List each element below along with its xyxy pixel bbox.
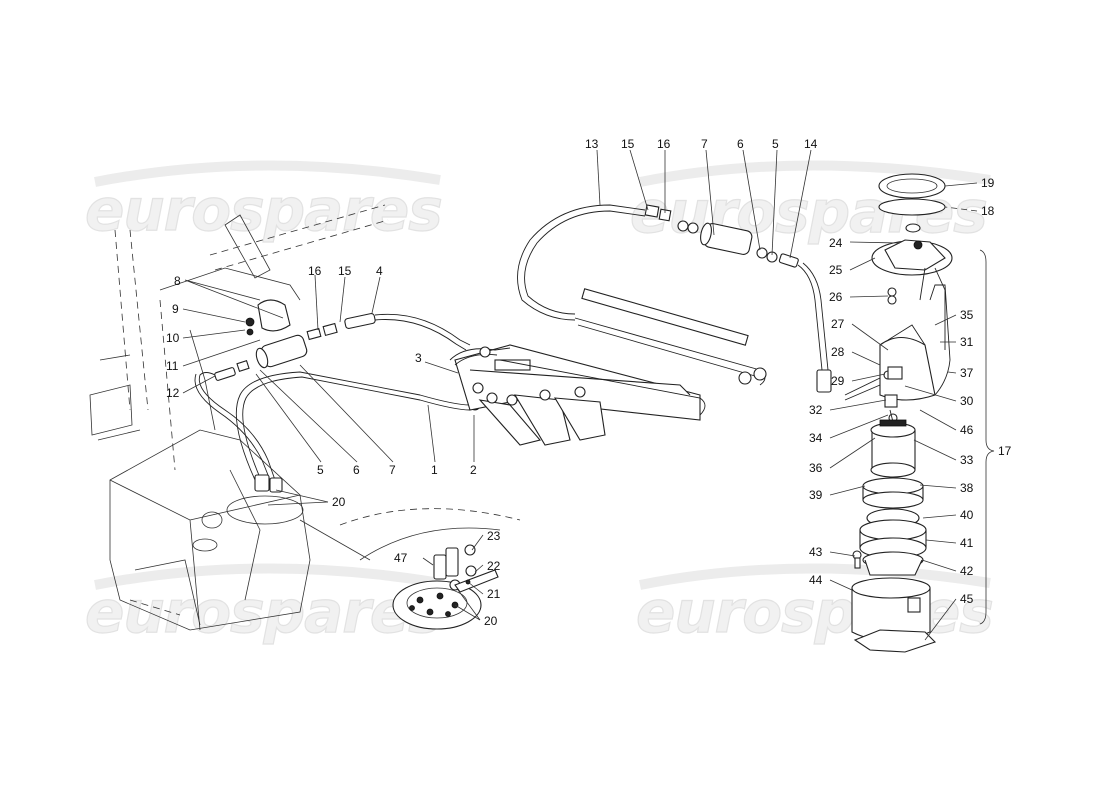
callout-35: 35 (960, 308, 974, 322)
callout-12: 12 (166, 386, 180, 400)
callout-23: 23 (487, 529, 501, 543)
callout-9: 9 (172, 302, 179, 316)
callout-6-right: 6 (737, 137, 744, 151)
callout-24: 24 (829, 236, 843, 250)
watermark-bottom-left: eurospares (85, 578, 442, 646)
callout-27: 27 (831, 317, 845, 331)
callout-7-left: 7 (389, 463, 396, 477)
callout-16-left: 16 (308, 264, 322, 278)
callout-41: 41 (960, 536, 974, 550)
watermark-top-left: eurospares (85, 176, 442, 244)
callout-25: 25 (829, 263, 843, 277)
callout-47: 47 (394, 551, 408, 565)
callout-43: 43 (809, 545, 823, 559)
callout-46: 46 (960, 423, 974, 437)
callout-14: 14 (804, 137, 818, 151)
callout-30: 30 (960, 394, 974, 408)
callout-13: 13 (585, 137, 599, 151)
callout-16-right: 16 (657, 137, 671, 151)
callout-44: 44 (809, 573, 823, 587)
left-fuel-circuit (194, 299, 481, 493)
fuel-rail-assembly (449, 288, 767, 446)
leader-lines (182, 149, 978, 641)
callout-11: 11 (166, 359, 179, 373)
callout-33: 33 (960, 453, 974, 467)
callout-22: 22 (487, 559, 501, 573)
callout-39: 39 (809, 488, 823, 502)
clamp (245, 299, 291, 336)
callout-8-left: 8 (174, 274, 181, 288)
callout-labels: 8 9 10 11 12 16 15 4 3 5 6 7 1 2 20 23 4… (166, 137, 1012, 628)
chassis-outline (89, 204, 521, 631)
callout-7-right: 7 (701, 137, 708, 151)
callout-17: 17 (998, 444, 1012, 458)
callout-4: 4 (376, 264, 383, 278)
fuel-pump-assembly (844, 173, 995, 653)
callout-26: 26 (829, 290, 843, 304)
callout-32: 32 (809, 403, 823, 417)
callout-5-left: 5 (317, 463, 324, 477)
callout-5-right: 5 (772, 137, 779, 151)
callout-38: 38 (960, 481, 974, 495)
callout-19: 19 (981, 176, 995, 190)
callout-21: 21 (487, 587, 501, 601)
callout-40: 40 (960, 508, 974, 522)
upper-fuel-line (517, 204, 832, 393)
callout-15-right: 15 (621, 137, 635, 151)
callout-36: 36 (809, 461, 823, 475)
callout-3: 3 (415, 351, 422, 365)
callout-31: 31 (960, 335, 974, 349)
callout-10: 10 (166, 331, 180, 345)
callout-18: 18 (981, 204, 995, 218)
callout-1: 1 (431, 463, 438, 477)
callout-2: 2 (470, 463, 477, 477)
callout-28: 28 (831, 345, 845, 359)
callout-20-lower: 20 (484, 614, 498, 628)
callout-6-left: 6 (353, 463, 360, 477)
fuel-filter-left (255, 334, 308, 369)
watermark-bottom-right: eurospares (636, 578, 993, 646)
callout-37: 37 (960, 366, 974, 380)
callout-42: 42 (960, 564, 974, 578)
callout-20-upper: 20 (332, 495, 346, 509)
tank-flange (392, 544, 499, 630)
callout-29: 29 (831, 374, 845, 388)
callout-45: 45 (960, 592, 974, 606)
fuel-filter-upper (700, 222, 753, 255)
callout-34: 34 (809, 431, 823, 445)
callout-15-left: 15 (338, 264, 352, 278)
